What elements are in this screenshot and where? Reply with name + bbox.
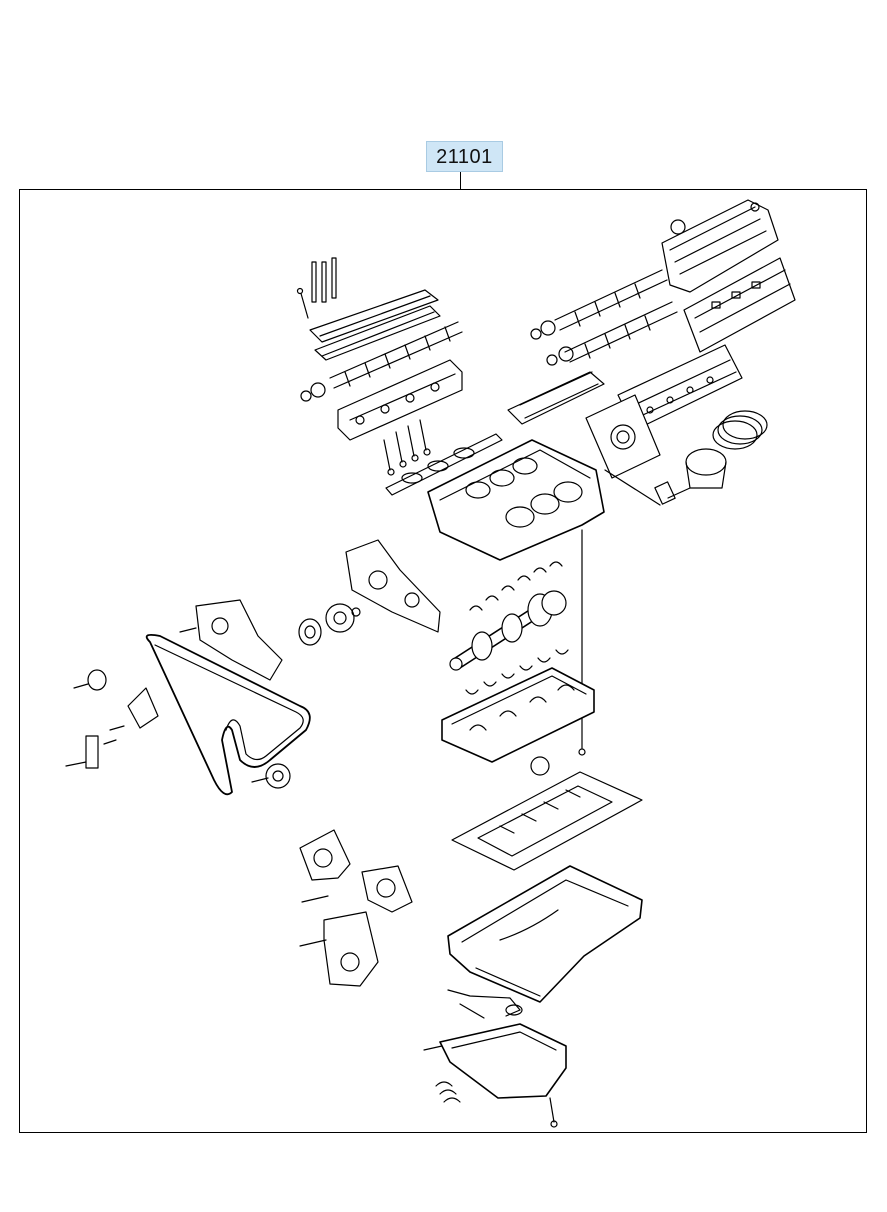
valve-cover-right-icon [662, 200, 795, 352]
timing-belt-icon [147, 635, 310, 794]
oil-pan-gasket-icon [452, 772, 642, 870]
belt-tensioner-icon [66, 600, 282, 768]
timing-cover-icon [300, 830, 412, 986]
idler-pulley-icon [252, 619, 321, 788]
valve-cover-left-icon [298, 258, 441, 360]
lower-oil-pan-icon [424, 1024, 566, 1127]
piston-icon [605, 449, 726, 505]
crankshaft-icon [450, 591, 566, 670]
oil-pump-icon [326, 540, 440, 632]
piston-rings-icon [713, 411, 767, 449]
head-gasket-icon [386, 434, 502, 495]
part-number-label: 21101 [426, 141, 503, 172]
label-leader-line [460, 172, 461, 190]
valve-icon [384, 420, 430, 475]
camshaft-icon [301, 270, 677, 401]
upper-oil-pan-icon [448, 866, 642, 1002]
bearing-shells-icon [466, 562, 568, 694]
oil-strainer-icon [448, 990, 522, 1018]
lower-crankcase-icon [442, 668, 594, 775]
cylinder-head-icon [338, 345, 742, 478]
diagram-frame [19, 189, 867, 1133]
